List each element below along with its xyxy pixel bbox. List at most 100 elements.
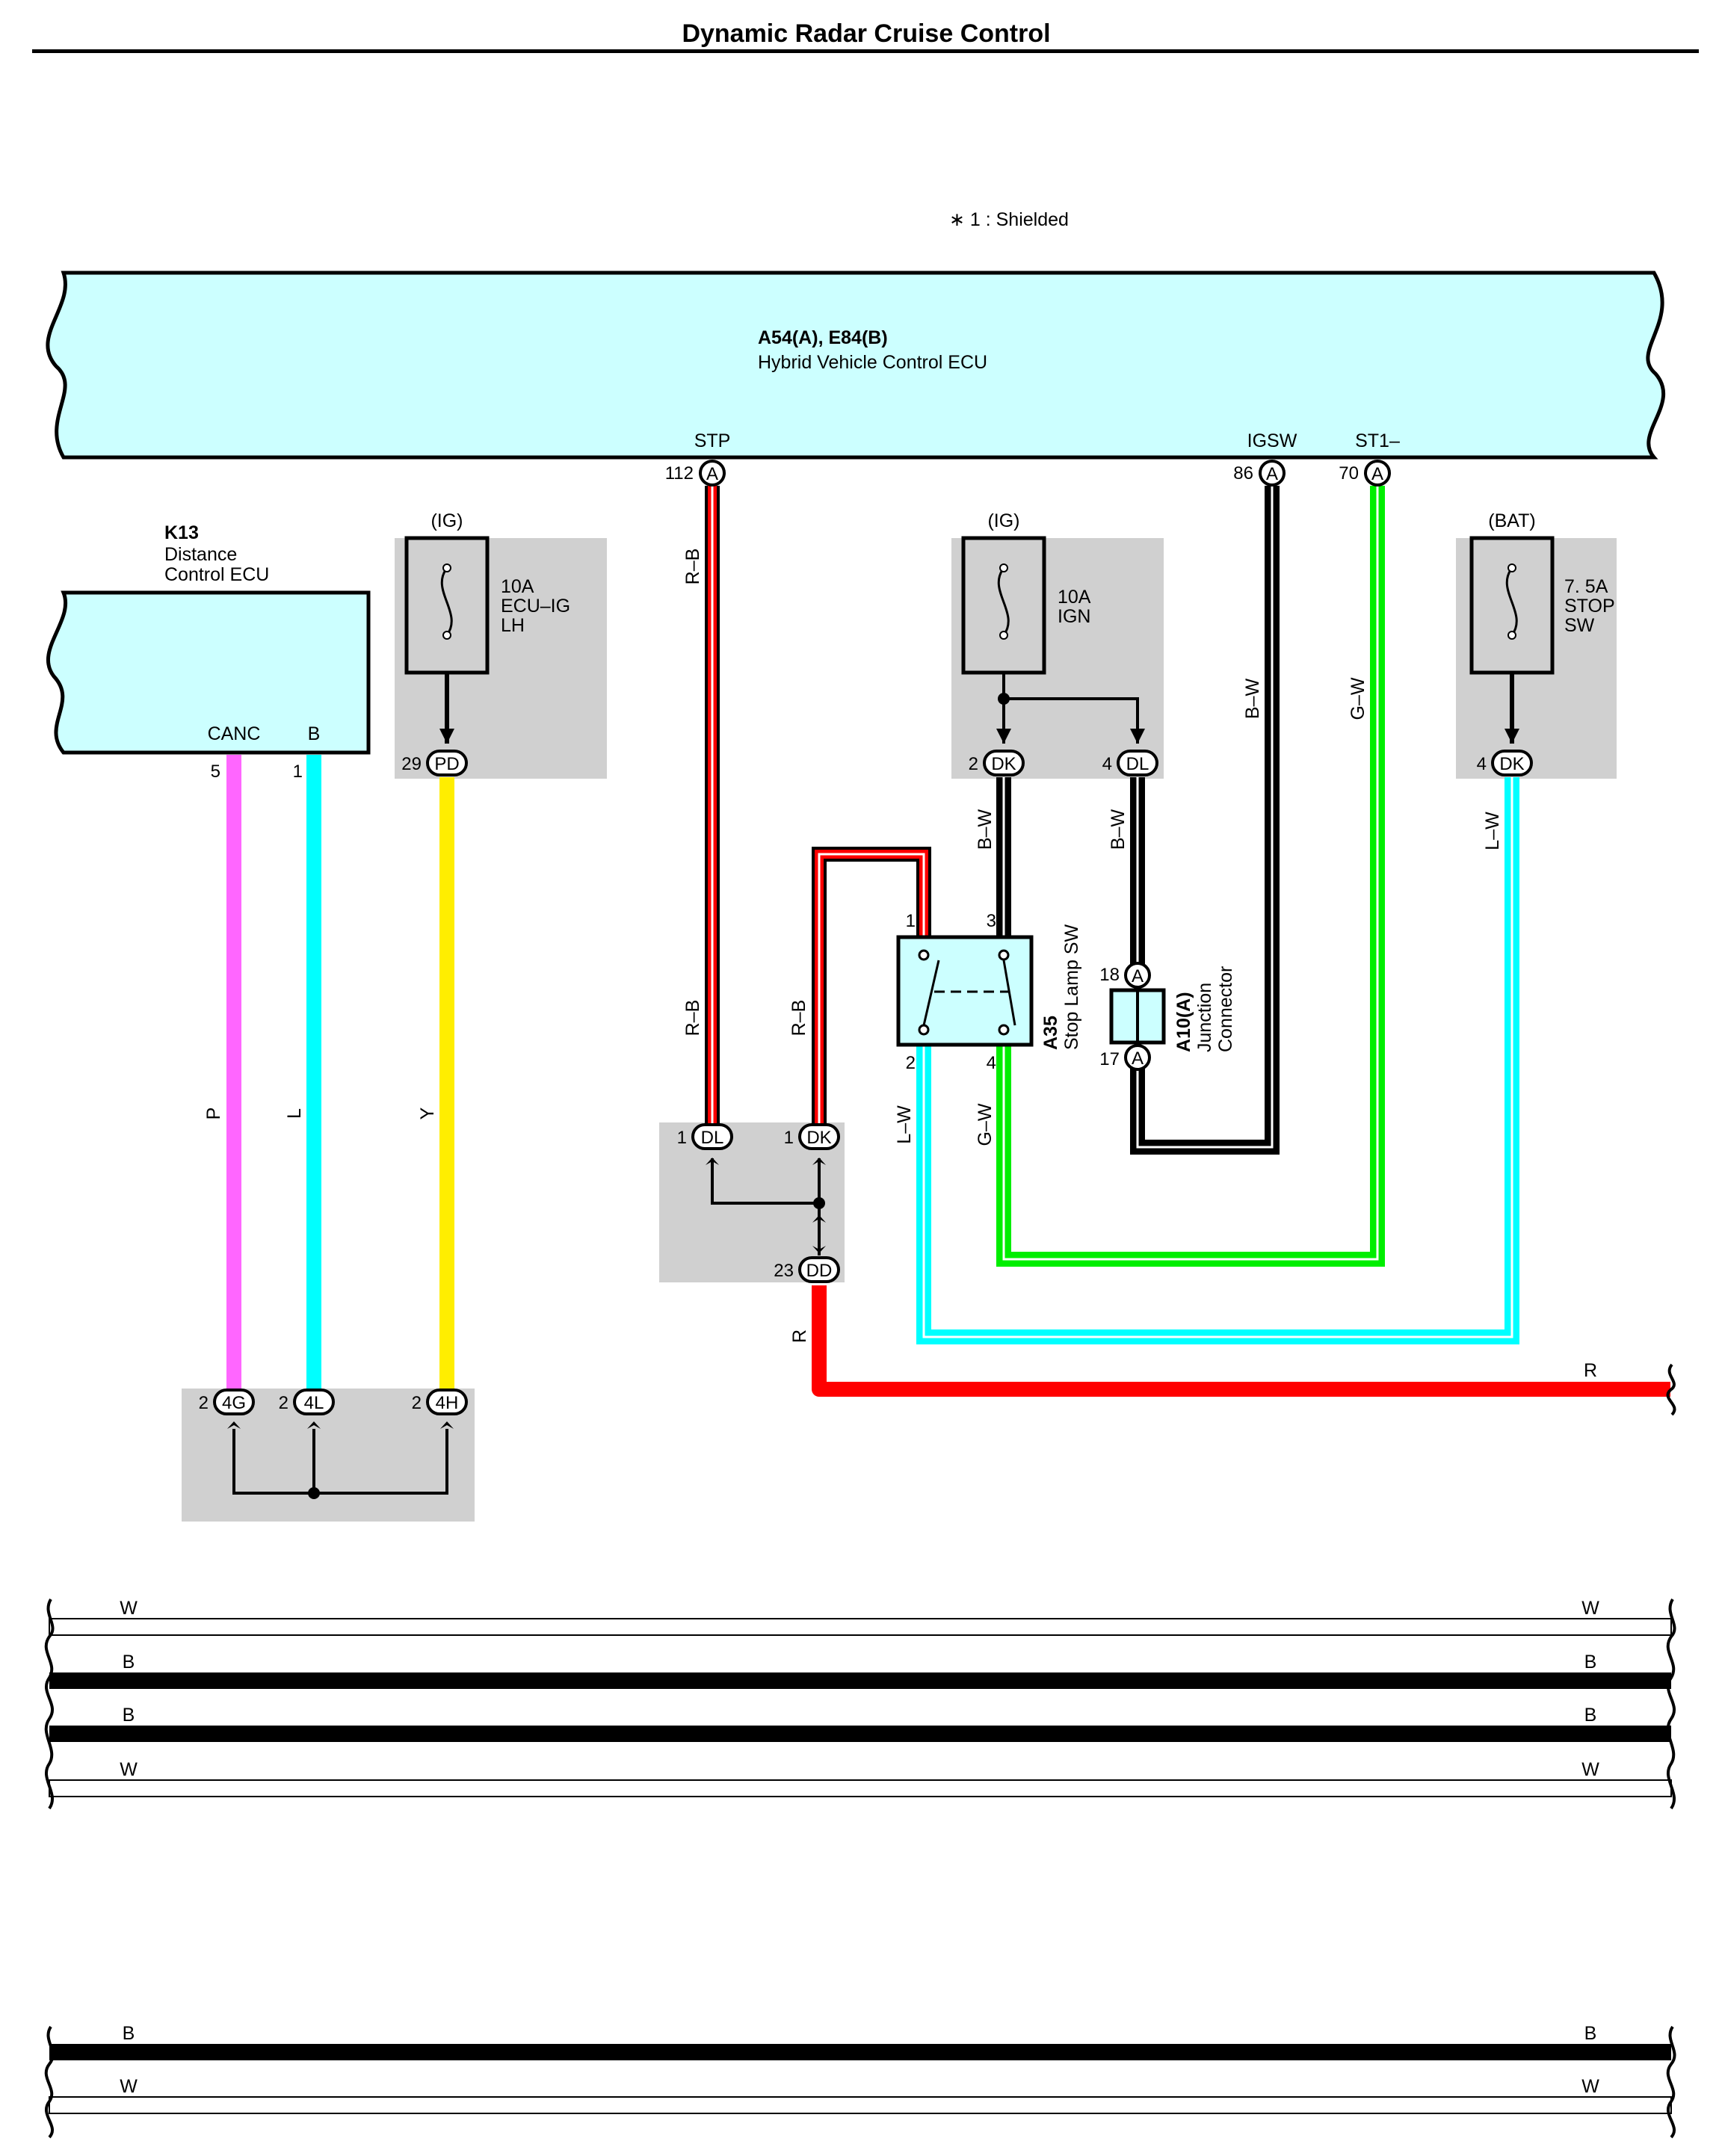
sw-term-4 <box>998 1024 1010 1036</box>
sw-contact-a <box>922 960 940 1026</box>
svg-text:DL: DL <box>701 1128 724 1148</box>
wire-break-r <box>1666 1363 1676 1416</box>
sw-code: A35 <box>1040 1016 1061 1050</box>
bus-wire-w-2: W W <box>49 1759 1672 1797</box>
junction-code: A10(A) <box>1173 992 1194 1052</box>
connector-mid-dd: DD <box>798 1256 840 1283</box>
fuse-ecu-ig-name1: ECU–IG <box>501 596 570 617</box>
fuse-ign-splice <box>998 693 1010 705</box>
svg-text:A: A <box>1132 966 1144 986</box>
wire-label-p: P <box>203 1108 224 1120</box>
bus-wire-b-3: B B <box>49 2023 1671 2060</box>
connector-junction-17: A <box>1124 1044 1151 1071</box>
pin-num-ign-dl: 4 <box>1102 754 1112 774</box>
svg-text:DK: DK <box>991 754 1016 774</box>
fuse-ign-rating: 10A <box>1058 587 1091 608</box>
svg-text:DK: DK <box>1499 754 1524 774</box>
bus-wire-w-1: W W <box>49 1598 1672 1636</box>
svg-text:B: B <box>1584 2023 1597 2044</box>
hv-control-ecu-body <box>46 271 1666 460</box>
fuse-ecu-ig-term-bottom <box>442 631 451 640</box>
distance-ecu-name-1: Distance <box>164 544 237 565</box>
svg-text:W: W <box>1581 1759 1599 1780</box>
pin-num-bottom-4l: 2 <box>279 1393 288 1413</box>
connector-bottom-4h: 4H <box>426 1389 468 1415</box>
sw-pin-1: 1 <box>906 911 916 931</box>
bus-wire-b-2: B B <box>49 1705 1671 1742</box>
fuse-ecu-ig-arrow <box>439 729 454 744</box>
distance-ecu-code: K13 <box>164 522 199 543</box>
wire-label-lw-1: L–W <box>1482 812 1503 850</box>
wire-rb-sw-tracer <box>818 853 925 1127</box>
hv-ecu-name: Hybrid Vehicle Control ECU <box>758 352 987 373</box>
shielded-note: ∗ 1 : Shielded <box>949 209 1069 230</box>
pin-num-stp: 112 <box>665 463 694 484</box>
fuse-ecu-ig-element <box>440 567 453 636</box>
fuse-ecu-ig-source: (IG) <box>430 510 463 531</box>
title-rule <box>32 49 1699 53</box>
wire-label-bw-2: B–W <box>1108 809 1129 850</box>
sw-contact-b <box>1002 960 1016 1026</box>
sw-pin-3: 3 <box>987 911 996 931</box>
sw-pin-4: 4 <box>987 1053 996 1073</box>
pin-num-igsw: 86 <box>1233 463 1253 484</box>
pin-num-mid-dl: 1 <box>677 1128 687 1148</box>
bus-wire-b-1: B B <box>49 1652 1671 1689</box>
fuse-ign-source: (IG) <box>987 510 1019 531</box>
svg-text:DD: DD <box>806 1261 833 1281</box>
fuse-stop-element <box>1505 567 1518 636</box>
jb-bottom-splice <box>308 1487 320 1499</box>
sw-pin-2: 2 <box>906 1053 916 1073</box>
svg-text:B: B <box>123 1705 135 1726</box>
fuse-ecu-ig-term-top <box>442 563 451 572</box>
distance-control-ecu-body <box>46 590 371 755</box>
sw-term-2 <box>918 1024 930 1036</box>
junction-name-2: Connector <box>1215 966 1236 1052</box>
fuse-stop-term-bottom <box>1507 631 1516 640</box>
distance-ecu-name-2: Control ECU <box>164 564 269 585</box>
fuse-box-ecu-ig <box>395 538 607 779</box>
pin-num-mid-dk: 1 <box>784 1128 794 1148</box>
connector-mid-dk: DK <box>798 1123 840 1150</box>
fuse-stop-rating: 7. 5A <box>1564 576 1608 597</box>
wire-bw-igsw-tracer <box>1136 486 1274 1149</box>
fuse-ecu-ig-name2: LH <box>501 615 525 636</box>
svg-text:4G: 4G <box>222 1393 246 1413</box>
wire-r-dd <box>812 1285 1670 1397</box>
svg-text:A: A <box>1371 464 1383 484</box>
pin-num-bottom-4h: 2 <box>412 1393 422 1413</box>
svg-text:B: B <box>123 1652 135 1672</box>
pin-label-stp: STP <box>694 430 731 451</box>
svg-text:W: W <box>1581 1598 1599 1619</box>
svg-text:W: W <box>1581 2076 1599 2097</box>
jb-bottom-link <box>232 1429 448 1495</box>
connector-st1-a: A <box>1364 460 1391 487</box>
fuse-ecu-ig-rating: 10A <box>501 576 534 597</box>
sw-term-1 <box>918 949 930 961</box>
pin-label-b: B <box>308 723 321 744</box>
wire-label-l: L <box>284 1108 305 1119</box>
jb-mid-link <box>711 1158 819 1205</box>
wire-label-rb-2: R–B <box>682 1000 703 1037</box>
sw-name: Stop Lamp SW <box>1061 924 1082 1050</box>
junction-pin-18: 18 <box>1099 965 1120 985</box>
fuse-stop-name1: STOP <box>1564 596 1615 617</box>
svg-text:B: B <box>1584 1705 1597 1726</box>
pin-num-stop-dk: 4 <box>1477 754 1487 774</box>
wire-gw-st1-tracer <box>1002 486 1379 1261</box>
pin-num-st1: 70 <box>1339 463 1359 484</box>
wire-label-rb-3: R–B <box>788 1000 809 1037</box>
svg-text:4L: 4L <box>304 1393 324 1413</box>
svg-text:A: A <box>1132 1048 1144 1069</box>
fuse-stop-source: (BAT) <box>1488 510 1535 531</box>
fuse-ign-element <box>997 567 1010 636</box>
wire-label-rb-1: R–B <box>682 549 703 585</box>
wire-label-r-2: R <box>1584 1360 1597 1381</box>
svg-text:W: W <box>120 2076 138 2097</box>
fuse-box-stop <box>1456 538 1617 779</box>
svg-text:B: B <box>123 2023 135 2044</box>
wire-label-bw-1: B–W <box>975 809 996 850</box>
svg-text:A: A <box>1266 464 1278 484</box>
wire-label-gw-2: G–W <box>975 1103 996 1146</box>
